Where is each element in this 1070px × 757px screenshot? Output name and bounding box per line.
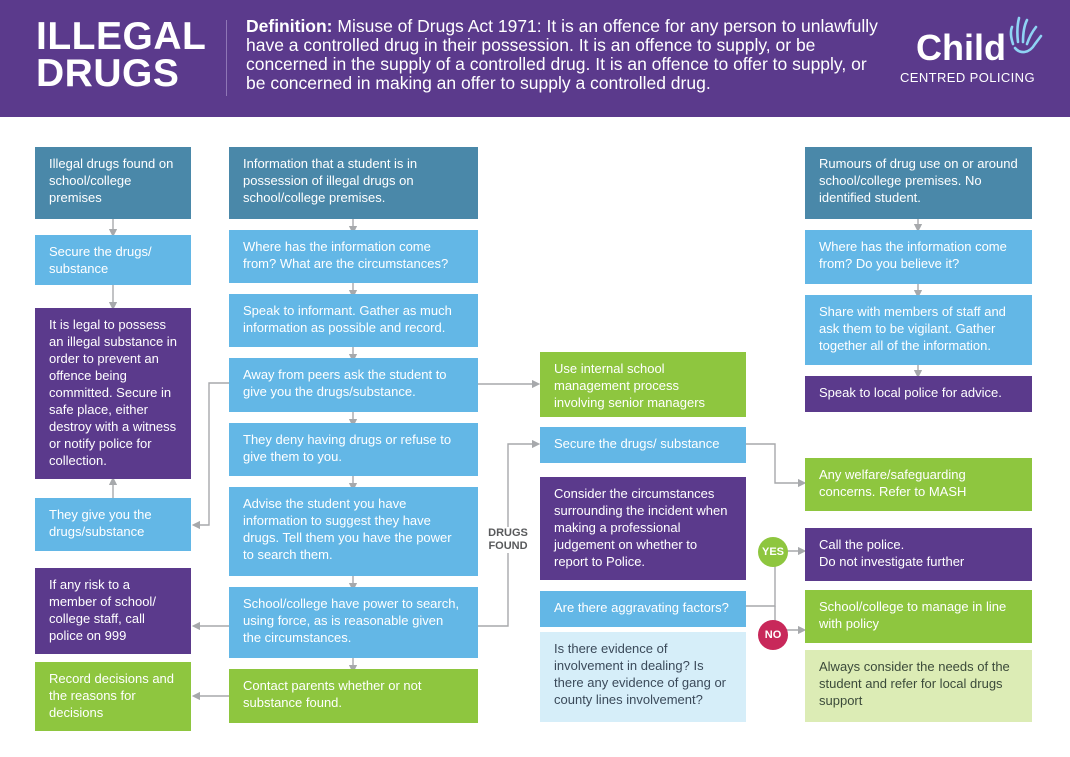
- yes-badge: YES: [758, 537, 788, 567]
- definition-label: Definition:: [246, 16, 333, 36]
- information-student-box: Information that a student is in possess…: [229, 147, 478, 219]
- consider-circumstances-box: Consider the circumstances surrounding t…: [540, 477, 746, 580]
- header-banner: ILLEGAL DRUGS Definition: Misuse of Drug…: [0, 0, 1070, 117]
- page-title: ILLEGAL DRUGS: [36, 15, 207, 95]
- advise-student-box: Advise the student you have information …: [229, 487, 478, 576]
- call-police-box: Call the police. Do not investigate furt…: [805, 528, 1032, 581]
- manage-policy-box: School/college to manage in line with po…: [805, 590, 1032, 643]
- speak-informant-box: Speak to informant. Gather as much infor…: [229, 294, 478, 347]
- record-decisions-box: Record decisions and the reasons for dec…: [35, 662, 191, 731]
- internal-process-box: Use internal school management process i…: [540, 352, 746, 417]
- call-police-line-1: Call the police.: [819, 537, 905, 552]
- no-badge: NO: [758, 620, 788, 650]
- speak-police-box: Speak to local police for advice.: [805, 376, 1032, 412]
- logo-subtitle: CENTRED POLICING: [900, 70, 1035, 85]
- drugs-found-line-2: FOUND: [488, 540, 528, 552]
- deny-drugs-box: They deny having drugs or refuse to give…: [229, 423, 478, 476]
- where-believe-box: Where has the information come from? Do …: [805, 230, 1032, 284]
- consider-needs-box: Always consider the needs of the student…: [805, 650, 1032, 722]
- drugs-found-box: Illegal drugs found on school/college pr…: [35, 147, 191, 219]
- drugs-found-line-1: DRUGS: [488, 527, 528, 539]
- definition-text: Definition: Misuse of Drugs Act 1971: It…: [246, 17, 886, 93]
- aggravating-factors-box: Are there aggravating factors?: [540, 591, 746, 627]
- drugs-found-label: DRUGS FOUND: [484, 527, 532, 553]
- risk-call-police-box: If any risk to a member of school/ colle…: [35, 568, 191, 654]
- logo-word: Child: [916, 27, 1006, 68]
- title-line-2: DRUGS: [36, 52, 180, 95]
- away-from-peers-box: Away from peers ask the student to give …: [229, 358, 478, 412]
- welfare-concerns-box: Any welfare/safeguarding concerns. Refer…: [805, 458, 1032, 511]
- where-information-box: Where has the information come from? Wha…: [229, 230, 478, 283]
- secure-drugs-2-box: Secure the drugs/ substance: [540, 427, 746, 463]
- hand-icon: [1009, 16, 1043, 54]
- power-to-search-box: School/college have power to search, usi…: [229, 587, 478, 658]
- definition-body: Misuse of Drugs Act 1971: It is an offen…: [246, 16, 878, 93]
- evidence-dealing-box: Is there evidence of involvement in deal…: [540, 632, 746, 722]
- header-divider: [226, 20, 227, 96]
- contact-parents-box: Contact parents whether or not substance…: [229, 669, 478, 723]
- legal-possession-box: It is legal to possess an illegal substa…: [35, 308, 191, 479]
- secure-drugs-box: Secure the drugs/ substance: [35, 235, 191, 285]
- title-line-1: ILLEGAL: [36, 15, 207, 58]
- call-police-line-2: Do not investigate further: [819, 554, 965, 569]
- they-give-box: They give you the drugs/substance: [35, 498, 191, 551]
- share-staff-box: Share with members of staff and ask them…: [805, 295, 1032, 365]
- rumours-box: Rumours of drug use on or around school/…: [805, 147, 1032, 219]
